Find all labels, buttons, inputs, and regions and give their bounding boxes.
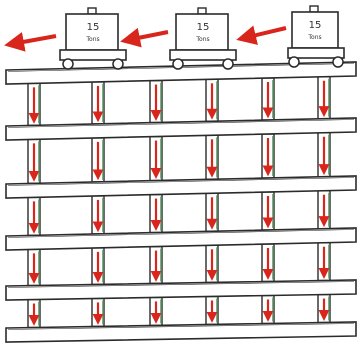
deck-planks-group (6, 62, 356, 342)
column (92, 138, 104, 182)
column (206, 79, 218, 121)
column (150, 81, 162, 123)
column (28, 300, 40, 328)
truck-left: 15 Tons (60, 8, 126, 69)
column (28, 249, 40, 285)
column (206, 245, 218, 282)
motion-arrows-group (12, 28, 286, 44)
column (262, 134, 274, 178)
column (262, 78, 274, 120)
column (150, 247, 162, 284)
column (92, 298, 104, 326)
column (262, 296, 274, 324)
truck-right: 15 Tons (288, 6, 344, 67)
column (206, 296, 218, 324)
column (206, 193, 218, 231)
truck-middle: 15 Tons (170, 8, 236, 69)
column (150, 195, 162, 233)
column (262, 244, 274, 281)
column (318, 77, 330, 119)
deck-plank (6, 280, 356, 300)
column (92, 248, 104, 285)
trucks-group: 15 Tons 15 Tons 15 Tons (60, 6, 344, 69)
column (150, 297, 162, 325)
truck-right-weight: 15 (309, 20, 322, 31)
column (28, 139, 40, 183)
deck-plank (6, 118, 356, 140)
column (318, 133, 330, 177)
column (318, 295, 330, 323)
motion-arrow-right (244, 28, 286, 38)
column (150, 137, 162, 181)
deck-plank (6, 228, 356, 250)
column (206, 135, 218, 179)
column (28, 83, 40, 125)
truck-right-unit: Tons (307, 34, 321, 41)
motion-arrow-left (12, 36, 56, 44)
truck-left-weight: 15 (87, 22, 100, 33)
column (28, 197, 40, 235)
truck-middle-unit: Tons (195, 36, 209, 43)
motion-arrow-middle (128, 32, 168, 40)
column (318, 243, 330, 281)
truck-middle-weight: 15 (197, 22, 210, 33)
column (92, 196, 104, 234)
column (92, 82, 104, 124)
column (318, 191, 330, 229)
column (262, 192, 274, 230)
truck-left-unit: Tons (85, 36, 99, 43)
deck-plank (6, 322, 356, 342)
deck-plank (6, 176, 356, 198)
